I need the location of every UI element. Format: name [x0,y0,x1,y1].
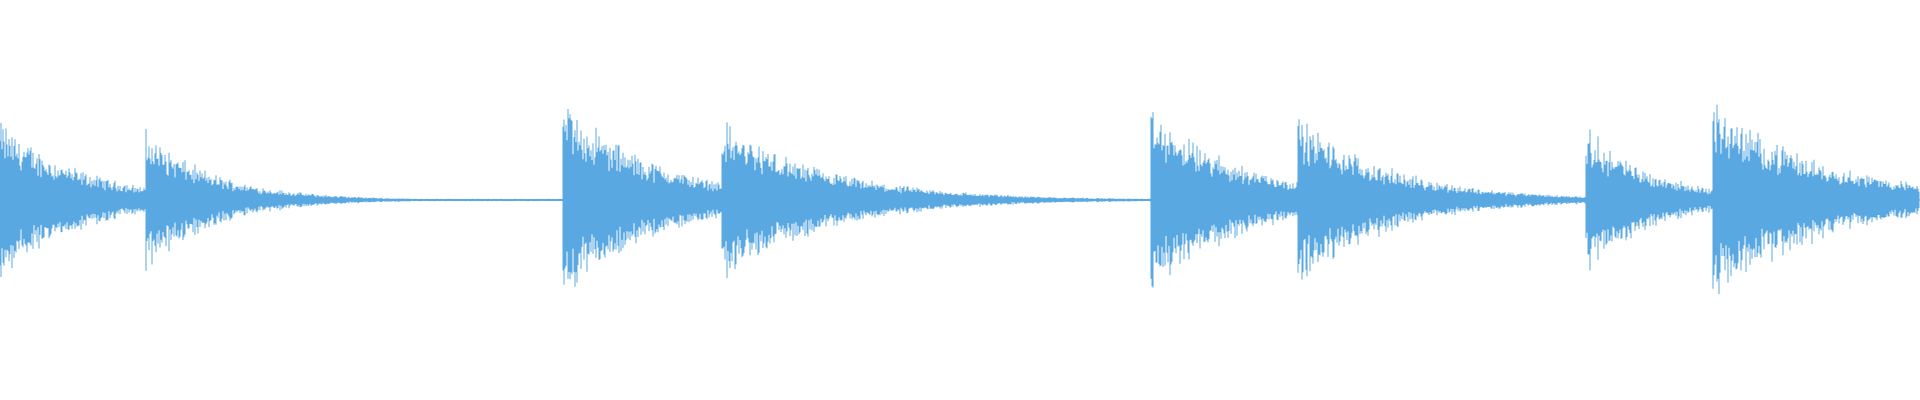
waveform-bars [0,104,1920,295]
